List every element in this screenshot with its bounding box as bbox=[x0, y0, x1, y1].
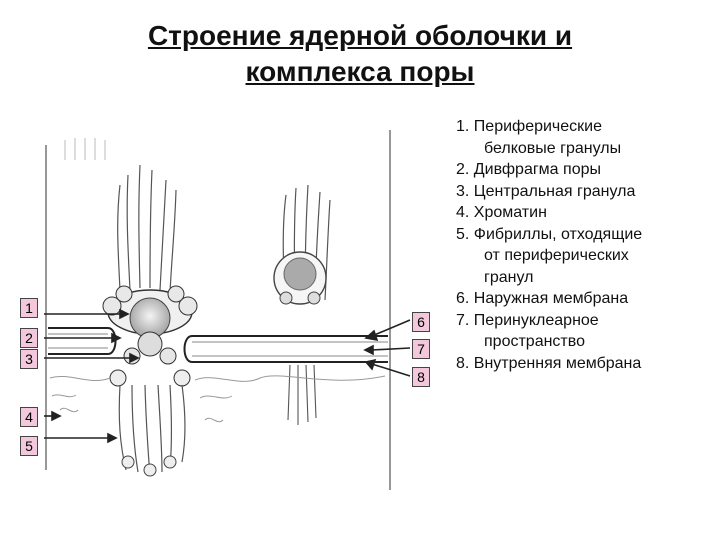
marker-7: 7 bbox=[412, 339, 430, 359]
page-title: Строение ядерной оболочки и комплекса по… bbox=[60, 18, 660, 90]
legend-item-7: 7. Перинуклеарное пространство bbox=[456, 310, 718, 353]
right-lower-fibrils bbox=[287, 364, 317, 425]
left-pore-complex bbox=[102, 285, 198, 387]
chromatin bbox=[49, 375, 386, 423]
legend-item-4: 4. Хроматин bbox=[456, 202, 718, 224]
legend-item-5-cont-1: от периферических bbox=[484, 247, 629, 264]
legend-item-1-text: 1. Периферические bbox=[456, 118, 602, 135]
marker-2: 2 bbox=[20, 328, 38, 348]
legend-item-3: 3. Центральная гранула bbox=[456, 181, 718, 203]
legend-item-5-cont-2: гранул bbox=[484, 268, 534, 286]
legend-item-2: 2. Дивфрагма поры bbox=[456, 159, 718, 181]
marker-5: 5 bbox=[20, 436, 38, 456]
legend-item-7-cont: пространство bbox=[484, 333, 585, 350]
legend-item-6-text: 6. Наружная мембрана bbox=[456, 290, 629, 307]
legend-item-1: 1. Периферические белковые гранулы bbox=[456, 116, 718, 159]
legend-item-1-cont: белковые гранулы bbox=[484, 139, 622, 157]
marker-1: 1 bbox=[20, 298, 38, 318]
fibril-end-granules bbox=[121, 455, 177, 477]
legend-item-8-text: 8. Внутренняя мембрана bbox=[456, 354, 642, 372]
title-line-1: Строение ядерной оболочки и bbox=[147, 20, 573, 51]
legend-item-8: 8. Внутренняя мембрана bbox=[456, 353, 718, 375]
legend-item-5-text: 5. Фибриллы, отходящие bbox=[456, 225, 643, 243]
title-line-2: комплекса поры bbox=[245, 56, 475, 87]
right-pore-complex bbox=[273, 251, 327, 305]
marker-3: 3 bbox=[20, 349, 38, 369]
nuclear-membranes bbox=[48, 327, 388, 363]
legend-list: 1. Периферические белковые гранулы 2. Ди… bbox=[456, 116, 718, 374]
legend-item-3-text: 3. Центральная гранула bbox=[456, 182, 636, 200]
legend-item-5: 5. Фибриллы, отходящие от периферических… bbox=[456, 224, 718, 289]
marker-8: 8 bbox=[412, 367, 430, 387]
left-upper-fibrils bbox=[117, 164, 177, 293]
marker-6: 6 bbox=[412, 312, 430, 332]
marker-4: 4 bbox=[20, 407, 38, 427]
top-faded-fibrils bbox=[64, 138, 106, 160]
legend-item-2-text: 2. Дивфрагма поры bbox=[456, 161, 601, 178]
pointer-arrows bbox=[44, 308, 411, 444]
legend-item-7-text: 7. Перинуклеарное bbox=[456, 311, 599, 329]
legend-item-6: 6. Наружная мембрана bbox=[456, 288, 718, 310]
legend-item-4-text: 4. Хроматин bbox=[456, 204, 547, 221]
